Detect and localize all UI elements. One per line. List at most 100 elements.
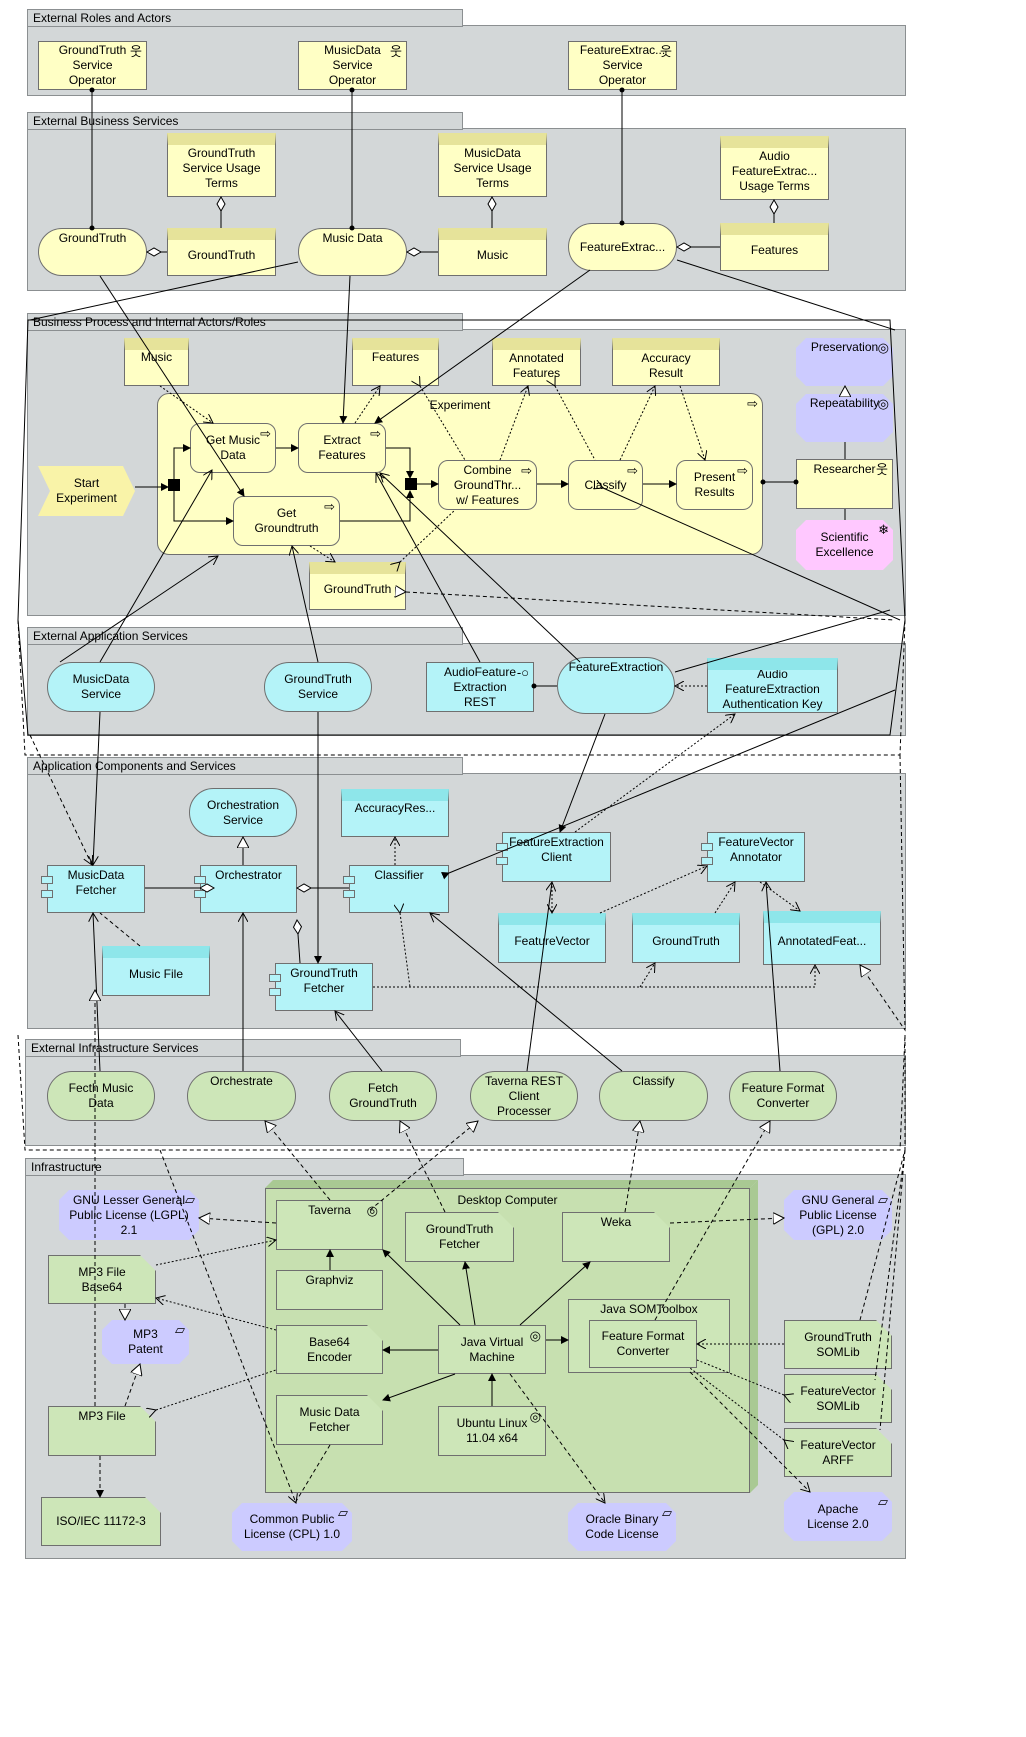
access-line — [599, 866, 707, 914]
association-line — [99, 912, 141, 947]
featurevector-somlib-artifact[interactable]: FeatureVector SOMLib — [784, 1374, 892, 1423]
goal-icon: ◎ — [877, 396, 889, 411]
accuracy-result-data[interactable]: AccuracyRes... — [341, 789, 449, 837]
featurevector-data[interactable]: FeatureVector — [498, 913, 606, 963]
mp3-patent[interactable]: MP3 Patent▱ — [102, 1320, 189, 1364]
role-musicdata-operator[interactable]: MusicData Service Operator 웃 — [298, 41, 407, 90]
component-tab-icon — [496, 857, 508, 865]
repeatability-goal[interactable]: Repeatability◎ — [796, 394, 893, 442]
musicdata-usage-terms[interactable]: MusicData Service Usage Terms — [438, 133, 547, 197]
featureextraction-app-service-label: FeatureExtraction — [568, 660, 664, 674]
taverna-rest-client-infra-service[interactable]: Taverna REST Client Processer — [470, 1071, 578, 1121]
classify-process[interactable]: Classify⇨ — [568, 460, 643, 510]
oracle-license[interactable]: Oracle Binary Code License▱ — [568, 1503, 676, 1551]
preservation-goal[interactable]: Preservation◎ — [796, 338, 893, 386]
mp3-file-artifact[interactable]: MP3 File — [48, 1406, 156, 1456]
features-object[interactable]: Features — [352, 338, 439, 386]
music-file-data-label: Music File — [128, 967, 183, 981]
role-musicdata-operator-label: MusicData Service Operator — [324, 43, 381, 87]
music-data-business-service[interactable]: Music Data — [298, 228, 407, 276]
requirement-icon: ▱ — [878, 1192, 888, 1207]
scientific-excellence-value[interactable]: Scientific Excellence❄ — [796, 520, 893, 570]
role-groundtruth-operator[interactable]: GroundTruth Service Operator 웃 — [38, 41, 147, 90]
association-line — [674, 609, 891, 673]
featureextraction-app-service[interactable]: FeatureExtraction — [557, 657, 675, 714]
groundtruth-business-object[interactable]: GroundTruth — [167, 228, 276, 276]
weka-artifact[interactable]: Weka — [562, 1212, 670, 1262]
fetch-music-data-infra-service[interactable]: Fecth Music Data — [47, 1071, 155, 1121]
groundtruth-process-object[interactable]: GroundTruth — [309, 562, 406, 610]
group-external-roles — [27, 25, 906, 96]
base64-encoder-artifact[interactable]: Base64 Encoder — [276, 1325, 383, 1374]
access-line — [400, 913, 411, 988]
get-music-data-process[interactable]: Get Music Data⇨ — [190, 423, 276, 473]
aggregation-line — [292, 918, 303, 964]
groundtruth-fetcher-component[interactable]: GroundTruth Fetcher — [269, 963, 373, 1011]
music-business-object[interactable]: Music — [438, 228, 547, 276]
audiofeature-extraction-rest-interface[interactable]: AudioFeature Extraction REST-○ — [426, 662, 534, 712]
access-line — [574, 714, 735, 833]
musicdata-fetcher-component[interactable]: MusicData Fetcher — [41, 865, 145, 913]
access-line — [714, 882, 735, 914]
musicdata-app-service[interactable]: MusicData Service — [47, 662, 155, 712]
annotated-features-data[interactable]: AnnotatedFeat... — [763, 911, 881, 965]
trigger-line — [173, 444, 191, 479]
music-object[interactable]: Music — [124, 338, 189, 386]
fetch-groundtruth-infra-service[interactable]: Fetch GroundTruth — [329, 1071, 437, 1121]
gpl-license[interactable]: GNU General Public License (GPL) 2.0▱ — [784, 1190, 892, 1240]
groundtruth-fetcher-label: GroundTruth Fetcher — [290, 966, 358, 995]
start-experiment-event[interactable]: Start Experiment — [38, 466, 135, 516]
groundtruth-business-object-label: GroundTruth — [187, 248, 256, 262]
actor-icon: 웃 — [390, 44, 402, 59]
groundtruth-app-service[interactable]: GroundTruth Service — [264, 662, 372, 712]
classifier-label: Classifier — [374, 868, 424, 882]
music-file-data[interactable]: Music File — [102, 946, 210, 996]
orchestration-app-service[interactable]: Orchestration Service — [189, 788, 297, 837]
music-data-fetcher-artifact-label: Music Data Fetcher — [299, 1405, 360, 1434]
actor-icon: 웃 — [660, 44, 672, 59]
mp3-base64-artifact[interactable]: MP3 File Base64 — [48, 1255, 156, 1304]
lgpl-license[interactable]: GNU Lesser General Public License (LGPL)… — [59, 1190, 199, 1240]
authentication-key-data[interactable]: Audio FeatureExtraction Authentication K… — [707, 658, 838, 713]
combine-process[interactable]: Combine GroundThr... w/ Features⇨ — [438, 460, 537, 510]
researcher-label: Researcher — [813, 462, 876, 476]
used-by-line — [430, 913, 623, 1072]
group-infrastructure-label: Infrastructure — [25, 1158, 464, 1176]
classify-infra-service[interactable]: Classify — [599, 1071, 708, 1121]
featurevector-annotator-component[interactable]: FeatureVector Annotator — [701, 832, 805, 882]
feature-format-converter-infra-service[interactable]: Feature Format Converter — [729, 1071, 837, 1121]
classifier-component[interactable]: Classifier — [343, 865, 449, 913]
featurevector-arff-artifact[interactable]: FeatureVector ARFF — [784, 1428, 892, 1477]
orchestrate-infra-service[interactable]: Orchestrate — [187, 1071, 296, 1121]
present-results-process[interactable]: Present Results⇨ — [676, 460, 753, 510]
feature-format-converter-artifact[interactable]: Feature Format Converter — [589, 1320, 697, 1368]
orchestrator-component[interactable]: Orchestrator — [194, 865, 297, 913]
requirement-icon: ▱ — [185, 1192, 195, 1207]
featureextraction-client-component[interactable]: FeatureExtraction Client — [496, 832, 611, 882]
scientific-excellence-label: Scientific Excellence — [815, 530, 874, 559]
audio-usage-terms[interactable]: Audio FeatureExtrac... Usage Terms — [720, 136, 829, 200]
featureextraction-business-service[interactable]: FeatureExtrac... — [568, 223, 677, 271]
repeatability-label: Repeatability — [809, 396, 880, 410]
groundtruth-fetcher-artifact[interactable]: GroundTruth Fetcher — [405, 1212, 514, 1262]
ubuntu-linux-system-software[interactable]: Ubuntu Linux 11.04 x64◎ — [438, 1406, 546, 1456]
boundary-path — [17, 1034, 906, 1151]
groundtruth-data[interactable]: GroundTruth — [632, 913, 740, 963]
annotated-features-object[interactable]: Annotated Features — [492, 338, 581, 386]
music-data-fetcher-artifact[interactable]: Music Data Fetcher — [276, 1395, 383, 1445]
junction-and — [405, 478, 417, 490]
music-object-label: Music — [140, 350, 173, 364]
groundtruth-somlib-artifact[interactable]: GroundTruth SOMLib — [784, 1320, 892, 1369]
group-business-process-label: Business Process and Internal Actors/Rol… — [27, 313, 463, 331]
used-by-line — [766, 882, 781, 1072]
access-line — [555, 386, 596, 461]
cpl-license[interactable]: Common Public License (CPL) 1.0▱ — [232, 1503, 352, 1551]
featurevector-annotator-label: FeatureVector Annotator — [718, 835, 794, 864]
apache-license[interactable]: Apache License 2.0▱ — [784, 1492, 892, 1541]
features-business-object[interactable]: Features — [720, 223, 829, 271]
process-arrow-icon: ⇨ — [627, 463, 638, 478]
component-tab-icon — [701, 857, 713, 865]
accuracy-result-object[interactable]: Accuracy Result — [612, 338, 720, 386]
graphviz-node[interactable]: Graphviz — [276, 1270, 383, 1310]
